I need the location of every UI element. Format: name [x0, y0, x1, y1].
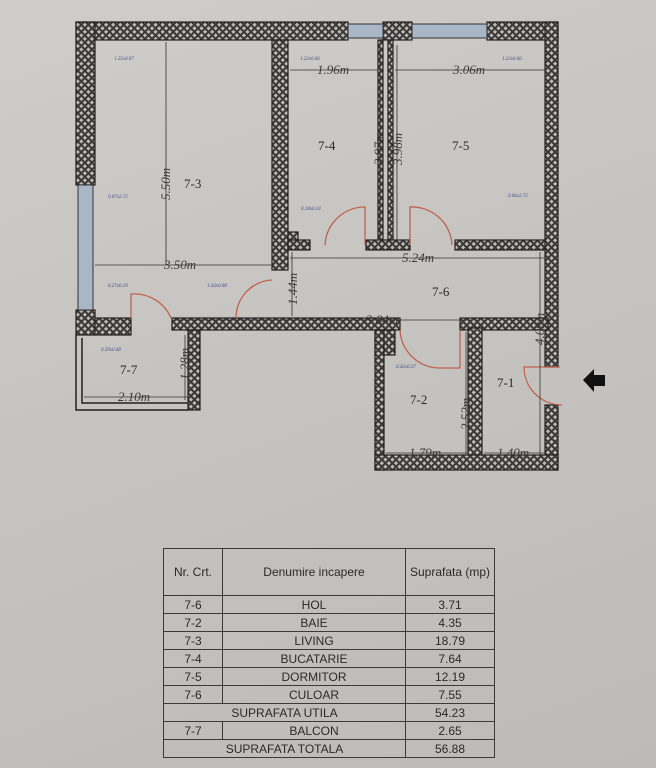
- table-header: Nr. Crt. Denumire incapere Suprafata (mp…: [163, 548, 495, 596]
- opening-note: 0.06x2.72: [508, 194, 528, 199]
- dimension-labels: 5.50m 3.50m 1.96m 3.06m 3.97m 3.98m 5.24…: [118, 62, 547, 460]
- cell-nr: 7-5: [163, 667, 223, 686]
- dim-label: 1.79m: [409, 445, 441, 460]
- opening-note: 0.27x0.19: [108, 284, 128, 289]
- cell-nr: 7-6: [163, 685, 223, 704]
- dim-label: 2.10m: [118, 389, 150, 404]
- room-label: 7-4: [318, 138, 336, 153]
- cell-area: 18.79: [405, 631, 495, 650]
- cell-nr: 7-7: [163, 721, 223, 740]
- opening-note: 1.22x0.06: [300, 57, 320, 62]
- cell-area: 7.55: [405, 685, 495, 704]
- dim-label: 5.24m: [402, 250, 434, 265]
- cell-area: 2.65: [405, 721, 495, 740]
- util-area: 54.23: [405, 703, 495, 722]
- opening-note: 0.28x0.24: [301, 207, 321, 212]
- floor-plan: 7-3 7-4 7-5 7-6 7-7 7-2 7-1 5.50m 3.50m …: [75, 21, 605, 471]
- room-label: 7-7: [120, 362, 138, 377]
- cell-name: HOL: [222, 595, 406, 614]
- dim-label: 3.84m: [365, 312, 398, 327]
- header-nr: Nr. Crt.: [163, 548, 223, 596]
- dim-label: 3.97m: [371, 133, 386, 166]
- cell-nr: 7-2: [163, 613, 223, 632]
- cell-area: 12.19: [405, 667, 495, 686]
- room-label: 7-5: [452, 138, 469, 153]
- dim-label: 3.98m: [390, 133, 405, 166]
- dim-label: 5.50m: [158, 168, 173, 200]
- room-label: 7-2: [410, 392, 427, 407]
- util-label: SUPRAFATA UTILA: [163, 703, 406, 722]
- total-label: SUPRAFATA TOTALA: [163, 739, 406, 758]
- room-label: 7-1: [497, 375, 514, 390]
- opening-note: 0.39x0.08: [101, 348, 121, 353]
- opening-note: 0.42x0.37: [396, 365, 416, 370]
- opening-note: 0.07x2.72: [108, 195, 128, 200]
- opening-note: 1.22x0.06: [502, 57, 522, 62]
- dim-label: 1.44m: [285, 273, 300, 305]
- cell-name: BUCATARIE: [222, 649, 406, 668]
- dim-label: 2.52m: [458, 398, 473, 430]
- cell-name: DORMITOR: [222, 667, 406, 686]
- walls: [75, 21, 559, 471]
- cell-name: CULOAR: [222, 685, 406, 704]
- dim-label: 3.06m: [452, 62, 485, 77]
- room-label: 7-3: [184, 176, 201, 191]
- dim-label: 1.28m: [177, 348, 192, 380]
- opening-notes: 1.25x0.07 1.22x0.06 1.22x0.06 0.07x2.72 …: [101, 57, 528, 370]
- room-label: 7-6: [432, 284, 450, 299]
- cell-nr: 7-4: [163, 649, 223, 668]
- opening-note: 1.56x0.08: [207, 284, 227, 289]
- cell-name: BALCON: [222, 721, 406, 740]
- cell-name: LIVING: [222, 631, 406, 650]
- cell-area: 4.35: [405, 613, 495, 632]
- balcony-railing: [75, 335, 188, 411]
- cell-name: BAIE: [222, 613, 406, 632]
- doors: [130, 206, 563, 406]
- header-name: Denumire incapere: [222, 548, 406, 596]
- dim-label: 1.96m: [317, 62, 349, 77]
- dim-label: 1.40m: [497, 445, 529, 460]
- cell-area: 3.71: [405, 595, 495, 614]
- cell-nr: 7-3: [163, 631, 223, 650]
- room-area-table: Nr. Crt. Denumire incapere Suprafata (mp…: [163, 548, 495, 758]
- cell-area: 7.64: [405, 649, 495, 668]
- header-area: Suprafata (mp): [405, 548, 495, 596]
- windows: [77, 23, 488, 311]
- opening-note: 1.25x0.07: [114, 57, 134, 62]
- dim-label: 3.50m: [163, 257, 196, 272]
- cell-nr: 7-6: [163, 595, 223, 614]
- total-area: 56.88: [405, 739, 495, 758]
- arrow-left-icon: [583, 369, 605, 392]
- dim-label: 4.09m: [532, 313, 547, 345]
- dimension-lines: [84, 42, 545, 455]
